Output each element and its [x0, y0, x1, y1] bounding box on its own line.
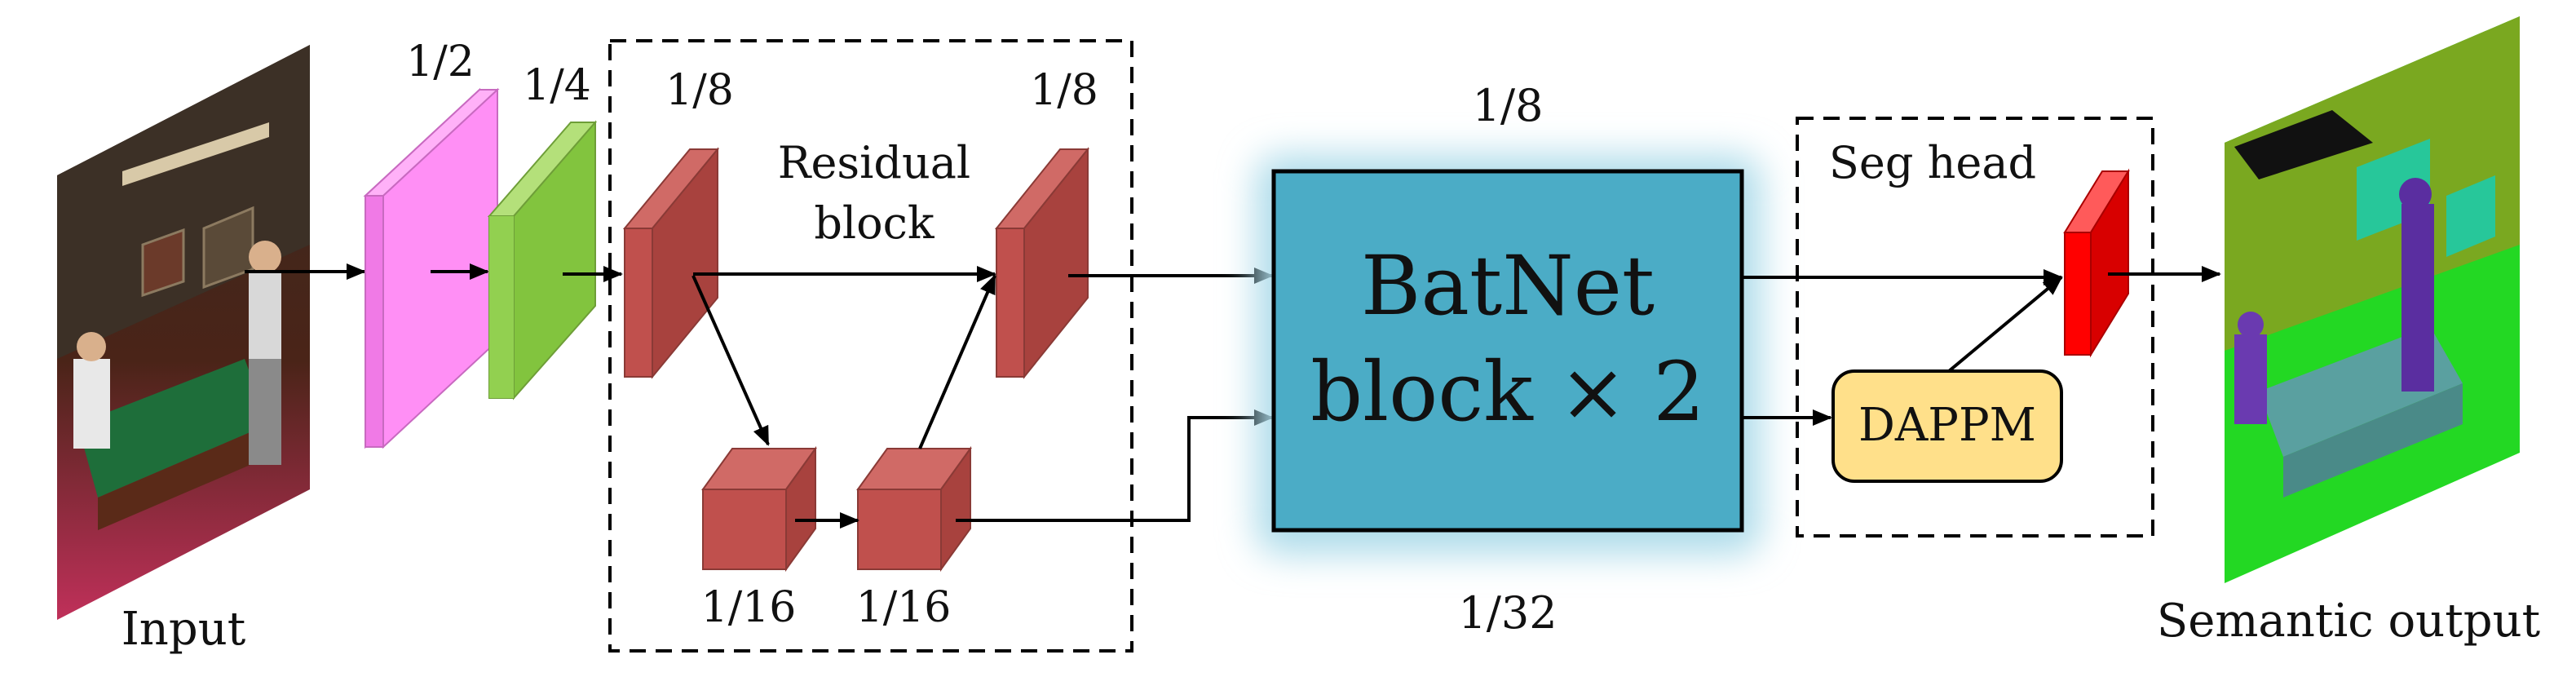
arrow-sixteenth-to-eighth [918, 274, 996, 449]
seg-head-box [1796, 117, 2154, 538]
quarter-label: 1/4 [523, 61, 591, 110]
batnet-eighth-label: 1/8 [1473, 80, 1544, 131]
input-image [57, 45, 310, 620]
quarter-resolution-block [487, 120, 598, 400]
residual-sixteenth-block-right [856, 445, 972, 573]
eighth-label-left: 1/8 [665, 66, 734, 115]
eighth-label-right: 1/8 [1030, 66, 1098, 115]
residual-block-box [608, 39, 1133, 653]
residual-eighth-block-left [622, 147, 720, 379]
input-label: Input [122, 603, 246, 656]
residual-sixteenth-block-left [701, 445, 817, 573]
arrow-eighth-to-sixteenth [691, 275, 770, 446]
seg-output-block [2063, 168, 2130, 358]
arrow-sixteenth-to-batnet [956, 409, 1274, 522]
sixteenth-label-left: 1/16 [701, 583, 797, 632]
sixteenth-label-right: 1/16 [856, 583, 952, 632]
residual-eighth-block-right [994, 147, 1090, 379]
dappm-block [1831, 369, 2063, 483]
half-resolution-block [363, 87, 500, 449]
half-label: 1/2 [406, 38, 475, 86]
semantic-output-image [2225, 16, 2520, 583]
residual-label-line1: Residual [778, 137, 970, 188]
batnet-thirtysecond-label: 1/32 [1458, 587, 1557, 639]
semantic-output-label: Semantic output [2157, 595, 2541, 648]
batnet-title-line2: block × 2 [1310, 344, 1705, 440]
dappm-label: DAPPM [1858, 399, 2036, 452]
batnet-block [1271, 169, 1744, 533]
residual-label-line2: block [814, 197, 935, 249]
batnet-title-line1: BatNet [1361, 238, 1655, 334]
arrow-dappm-to-seg [1947, 276, 2063, 373]
seg-head-label: Seg head [1829, 137, 2036, 188]
